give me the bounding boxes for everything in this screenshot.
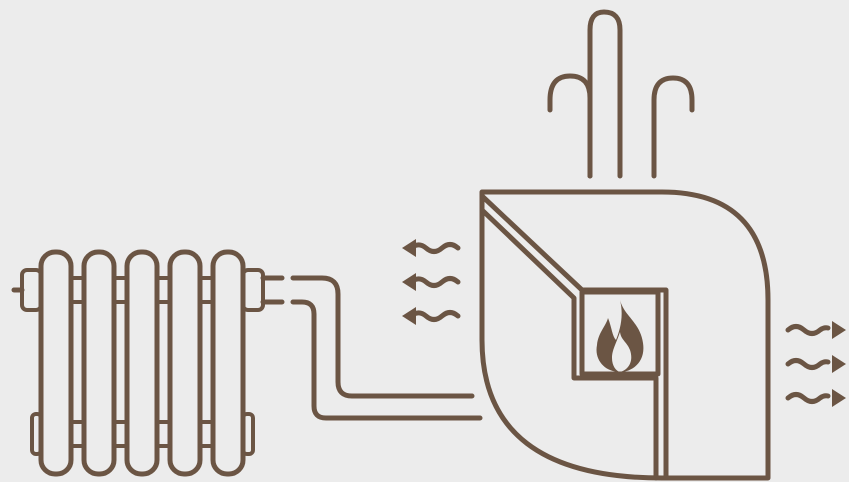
heat-wave xyxy=(402,239,461,257)
radiator-fin xyxy=(167,249,203,477)
radiator-header-left xyxy=(20,268,43,312)
pipe-return xyxy=(260,299,483,421)
heat-wave xyxy=(402,273,461,291)
heat-wave xyxy=(785,389,846,407)
heat-waves-right-icon xyxy=(785,321,846,407)
radiator-foot-left xyxy=(30,412,43,456)
radiator-fin xyxy=(210,249,246,477)
heat-wave xyxy=(402,307,461,325)
heat-wave xyxy=(785,355,846,373)
radiator-fin xyxy=(124,249,160,477)
steam-icon xyxy=(547,9,695,179)
radiator-fin xyxy=(38,249,74,477)
heat-waves-left-icon xyxy=(402,239,461,325)
boiler-outer xyxy=(479,189,771,481)
steam-line-right xyxy=(651,75,695,179)
boiler-icon xyxy=(479,189,771,481)
steam-line-left xyxy=(547,73,593,179)
pipe-supply xyxy=(260,275,475,399)
boiler-inner-panel xyxy=(479,207,659,481)
radiator-foot-right xyxy=(241,412,255,456)
radiator-header-right xyxy=(241,268,265,312)
radiator-fin xyxy=(81,249,117,477)
pipe-icon xyxy=(260,275,483,421)
steam-line-center xyxy=(587,9,623,179)
flame-icon xyxy=(596,300,644,372)
heat-wave xyxy=(785,321,846,339)
radiator-icon xyxy=(11,249,265,477)
firebox-window xyxy=(579,289,661,377)
